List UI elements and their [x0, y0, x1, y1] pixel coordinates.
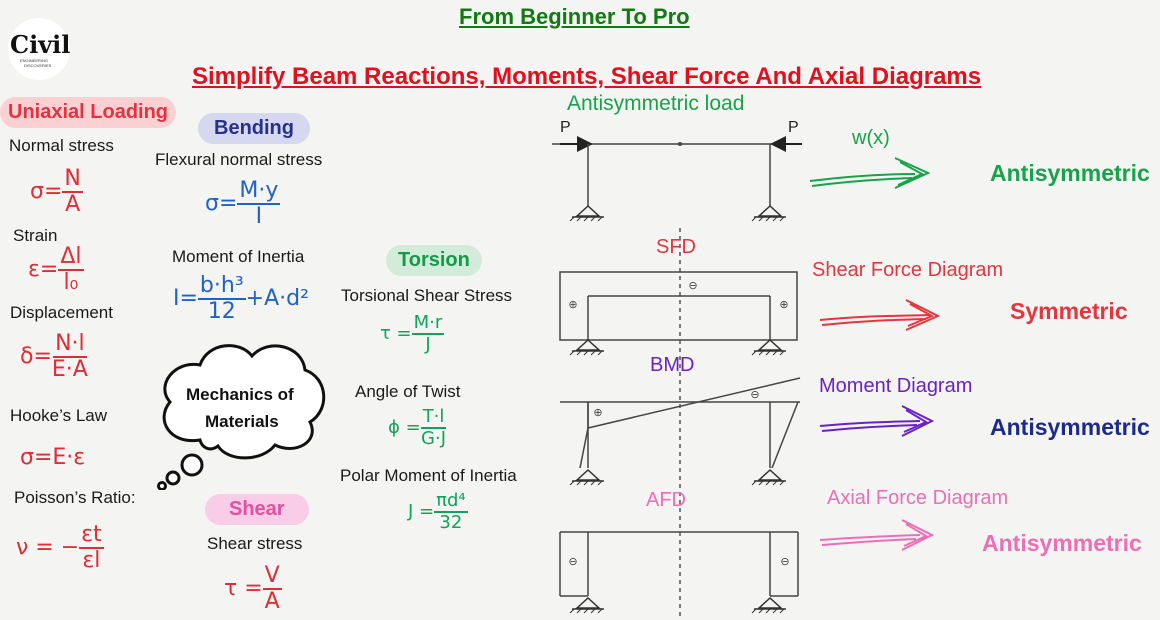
bmd-arrow-label: Moment Diagram	[819, 375, 973, 397]
formula-lhs: δ=	[20, 344, 52, 369]
polar-moment-label: Polar Moment of Inertia	[340, 466, 517, 485]
shear-stress-label: Shear stress	[207, 534, 303, 553]
formula-num: N·l	[53, 331, 87, 358]
bmd-sign-right: ⊖	[750, 389, 759, 401]
formula-den: εl	[82, 548, 101, 573]
flexural-stress-label: Flexural normal stress	[155, 150, 323, 169]
logo-small-text-2: DISCOVERIES	[24, 63, 52, 68]
formula-num: M·y	[237, 178, 281, 205]
bmd-sign-left: ⊕	[593, 407, 602, 419]
formula-num: V	[262, 563, 282, 590]
frame-diagrams: ⊕ ⊖ ⊕ ⊕ ⊖ ⊖ ⊖	[552, 136, 941, 620]
formula-lhs: τ =	[224, 576, 263, 601]
cloud-line-1: Mechanics of	[186, 385, 294, 404]
afd-title: AFD	[646, 489, 686, 511]
formula-den: J	[425, 334, 431, 355]
formula-den: 12	[207, 299, 236, 324]
afd-sign-right: ⊖	[780, 556, 789, 568]
formula-den: A	[65, 192, 81, 217]
sfd-sign-right: ⊕	[779, 299, 788, 311]
torsional-shear-label: Torsional Shear Stress	[341, 286, 513, 305]
load-p-left: P	[560, 119, 571, 136]
formula-num: b·h³	[197, 273, 246, 300]
formula-den: G·J	[421, 428, 447, 449]
formula-lhs: σ=	[205, 191, 238, 216]
formula-lhs: ε=	[28, 257, 59, 282]
arrow-bmd	[819, 405, 935, 437]
thought-cloud	[157, 344, 326, 490]
formula-rhs: +A·d²	[245, 286, 309, 311]
sfd-frame	[559, 271, 798, 356]
afd-result: Antisymmetric	[982, 530, 1142, 556]
arrow-afd	[819, 519, 935, 551]
afd-frame	[559, 531, 799, 614]
bending-pill: Bending	[198, 113, 310, 144]
sfd-sign-mid: ⊖	[688, 280, 697, 292]
torsion-pill: Torsion	[386, 245, 482, 276]
afd-arrow-label: Axial Force Diagram	[827, 487, 1009, 509]
formula-den: 32	[439, 512, 463, 533]
bmd-frame	[560, 377, 801, 486]
strain-label: Strain	[13, 226, 58, 245]
page-subtitle: Simplify Beam Reactions, Moments, Shear …	[192, 63, 982, 90]
shear-pill: Shear	[205, 494, 309, 525]
formula-lhs: ϕ =	[388, 417, 421, 438]
load-frame	[552, 136, 802, 222]
formula-num: Δl	[58, 244, 84, 271]
formula-num: εt	[79, 522, 104, 549]
bmd-result: Antisymmetric	[990, 414, 1150, 440]
formula-den: I	[255, 204, 263, 229]
load-p-right: P	[788, 119, 799, 136]
formula-lhs: I=	[173, 286, 198, 311]
afd-sign-left: ⊖	[568, 556, 577, 568]
sfd-title: SFD	[656, 236, 696, 258]
formula-lhs: ν = −	[16, 535, 80, 560]
formula-num: M·r	[411, 312, 445, 335]
load-result: Antisymmetric	[990, 160, 1150, 186]
logo-small-text-1: ENGINEERING	[20, 58, 49, 63]
page-title: From Beginner To Pro	[459, 4, 690, 29]
cloud-line-2: Materials	[205, 412, 279, 431]
normal-stress-label: Normal stress	[9, 136, 114, 155]
arrow-sfd	[819, 299, 941, 331]
formula-lhs: τ =	[380, 323, 412, 344]
sfd-result: Symmetric	[1010, 298, 1128, 324]
poissons-ratio-label: Poisson’s Ratio:	[14, 488, 136, 507]
formula-num: N	[62, 166, 83, 193]
formula-den: A	[264, 589, 280, 614]
arrow-load	[809, 157, 931, 189]
moment-of-inertia-label: Moment of Inertia	[172, 247, 305, 266]
uniaxial-loading-pill: Uniaxial Loading	[0, 97, 177, 128]
bmd-title: BMD	[650, 354, 695, 376]
load-title: Antisymmetric load	[567, 92, 745, 115]
formula-num: πd⁴	[434, 490, 468, 513]
sfd-sign-left: ⊕	[568, 299, 577, 311]
formula-num: T·l	[420, 406, 447, 429]
hookes-law-formula: σ=E·ε	[20, 445, 86, 470]
angle-of-twist-label: Angle of Twist	[355, 382, 461, 401]
formula-lhs: J =	[408, 501, 435, 522]
formula-lhs: σ=	[30, 179, 63, 204]
sfd-arrow-label: Shear Force Diagram	[812, 259, 1004, 281]
displacement-label: Displacement	[10, 303, 113, 322]
hookes-law-label: Hooke’s Law	[10, 406, 108, 425]
formula-den: E·A	[51, 357, 88, 382]
civil-logo	[8, 18, 70, 80]
formula-den: l₀	[63, 270, 79, 295]
load-arrow-label: w(x)	[852, 127, 890, 149]
logo-text: Civil	[10, 30, 71, 59]
